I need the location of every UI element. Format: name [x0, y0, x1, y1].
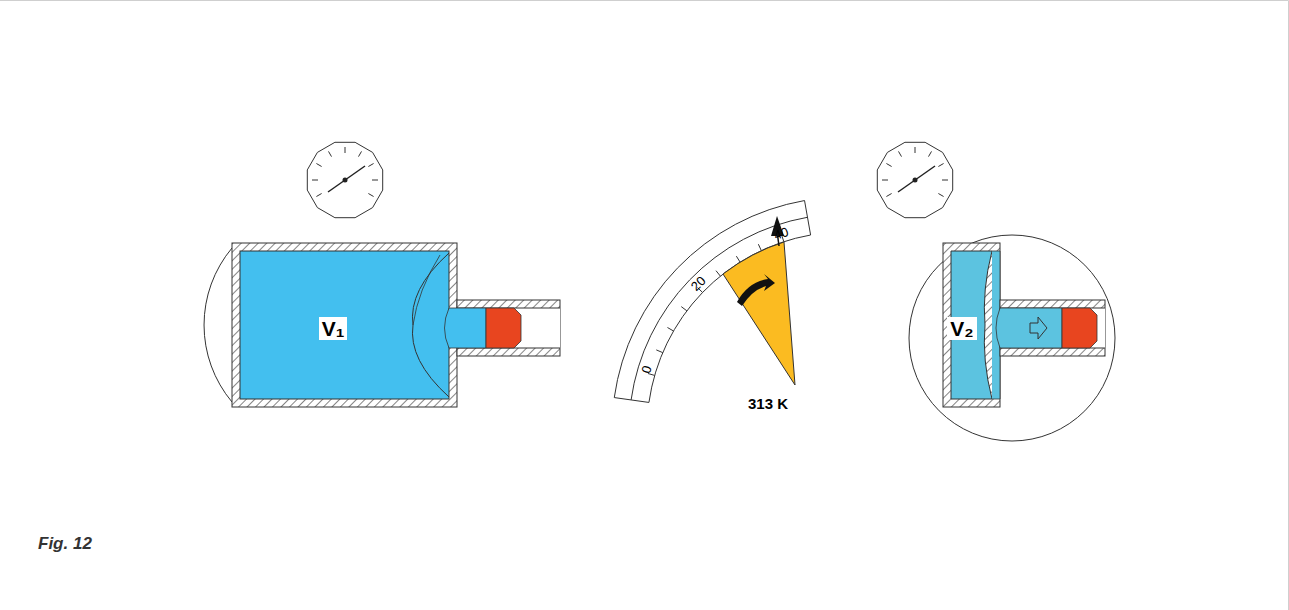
scale-tick [656, 350, 662, 353]
figure-caption: Fig. 12 [38, 535, 92, 552]
scale-tick [667, 328, 673, 332]
gauge-tick [372, 180, 378, 181]
scale-tick [681, 307, 687, 311]
gauge-face [307, 142, 382, 217]
gauge-tick [359, 151, 362, 156]
gauge-hub [343, 178, 348, 183]
gauge-tick [915, 147, 916, 153]
gauge-needle [898, 166, 935, 192]
scale-tick [736, 256, 740, 262]
volume-label: V₂ [947, 317, 976, 340]
scale-band [614, 201, 810, 403]
gauge-tick [929, 151, 932, 156]
right-cylinder [909, 235, 1115, 441]
volume-label: V₁ [319, 317, 348, 340]
gauge-tick [329, 151, 332, 156]
gauge-tick [886, 194, 891, 197]
temperature-pointer [723, 216, 795, 385]
gauge-tick [886, 164, 891, 167]
gauge-face [877, 142, 952, 217]
gauge-needle [328, 166, 365, 192]
gauge-tick [368, 194, 373, 197]
scale-tick [758, 244, 761, 250]
gauge-tick [316, 164, 321, 167]
gauge-hub [913, 178, 918, 183]
gauge-tick [312, 180, 318, 181]
gauge-tick [938, 164, 943, 167]
gauge-tick [938, 194, 943, 197]
gauge-tick [345, 147, 346, 153]
scale-band-line [631, 217, 807, 400]
pressure-gauges [307, 142, 952, 217]
gauge-tick [899, 151, 902, 156]
gauge-tick [368, 164, 373, 167]
left-cylinder [204, 243, 560, 407]
gauge-tick [942, 180, 948, 181]
gauge-tick [882, 180, 888, 181]
scale-tick [716, 271, 720, 276]
gauge-tick [316, 194, 321, 197]
temperature-scale [614, 201, 810, 403]
temperature-label: 313 K [748, 396, 788, 411]
